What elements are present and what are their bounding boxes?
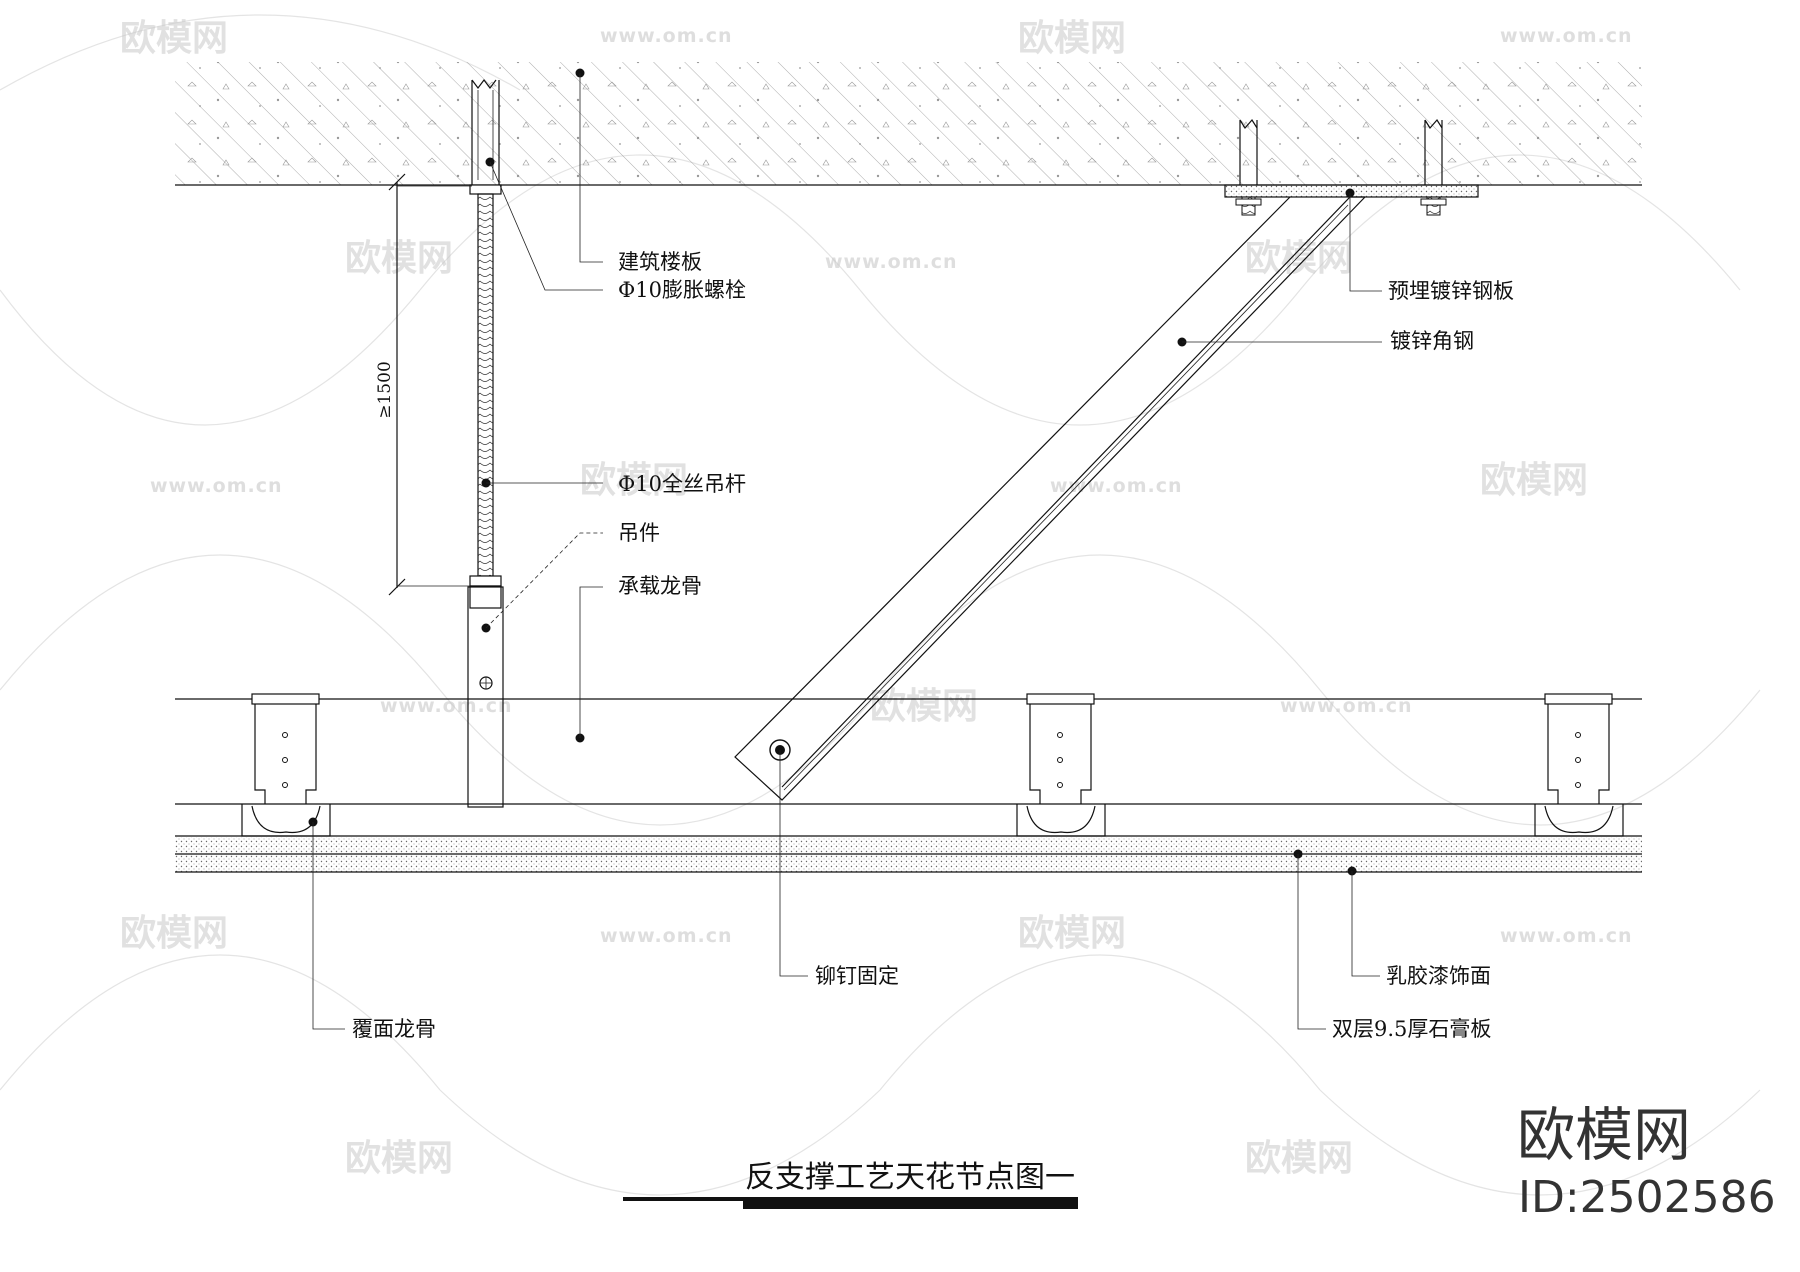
watermark-brand-text: 欧模网 [1018, 913, 1126, 954]
watermark-url-text: www.om.cn [600, 25, 733, 47]
drawing-title-block: 反支撑工艺天花节点图一 [623, 1160, 1078, 1209]
brand-stamp: 欧模网 ID:2502586 [1517, 1101, 1776, 1223]
dimension-text: ≥1500 [375, 361, 395, 419]
label-expansion-bolt: Φ10膨胀螺栓 [618, 278, 746, 302]
label-angle-steel: 镀锌角钢 [1390, 329, 1474, 353]
watermark-url-text: www.om.cn [380, 695, 513, 717]
leaders [308, 68, 1382, 1030]
watermark-brand-text: 欧模网 [345, 238, 453, 279]
watermark-brand-text: 欧模网 [1245, 238, 1353, 279]
gypsum-board-layers [175, 835, 1642, 873]
anchor-bolt-right [1420, 118, 1447, 216]
watermark-brand-text: 欧模网 [870, 686, 978, 727]
watermark-url-text: www.om.cn [150, 475, 283, 497]
watermark-brand-text: 欧模网 [345, 1138, 453, 1179]
runner-clip [1534, 693, 1624, 837]
watermark-url-text: www.om.cn [1500, 925, 1633, 947]
watermark-brand-text: 欧模网 [1018, 18, 1126, 59]
label-cover-runner: 覆面龙骨 [352, 1017, 436, 1041]
watermark-brand-text: 欧模网 [580, 460, 688, 501]
dimension-height: ≥1500 [375, 173, 472, 596]
galvanized-angle-steel [734, 196, 1366, 801]
anchor-bolt-left [1235, 118, 1262, 216]
watermark-url-text: www.om.cn [825, 251, 958, 273]
drawing-title: 反支撑工艺天花节点图一 [745, 1160, 1075, 1195]
label-rivet: 铆钉固定 [815, 964, 899, 988]
label-hanger-rod: Φ10全丝吊杆 [618, 472, 746, 496]
watermark-url-text: www.om.cn [600, 925, 733, 947]
brand-id-text: ID:2502586 [1518, 1172, 1776, 1223]
building-slab [175, 62, 1642, 186]
watermark-brand-text: 欧模网 [1245, 1138, 1353, 1179]
brand-logo-text: 欧模网 [1517, 1101, 1691, 1169]
callout-labels: 建筑楼板 Φ10膨胀螺栓 Φ10全丝吊杆 吊件 承载龙骨 预埋镀锌钢板 镀锌角钢… [352, 250, 1514, 1041]
label-main-runner: 承载龙骨 [618, 574, 702, 598]
runner-clips [241, 693, 1624, 837]
label-gypsum-board: 双层9.5厚石膏板 [1332, 1017, 1491, 1041]
watermark-url-text: www.om.cn [1500, 25, 1633, 47]
watermark-layer: 欧模网 欧模网 www.om.cn www.om.cn 欧模网 欧模网 www.… [0, 14, 1761, 1196]
runner-clip [1016, 693, 1106, 837]
watermark-brand-text: 欧模网 [1480, 460, 1588, 501]
watermark-brand-text: 欧模网 [120, 913, 228, 954]
runner-clip [241, 693, 331, 837]
watermark-url-text: www.om.cn [1280, 695, 1413, 717]
hanger-assembly [467, 79, 504, 808]
label-embedded-plate: 预埋镀锌钢板 [1388, 279, 1514, 303]
main-runner [175, 698, 1642, 805]
label-latex-paint: 乳胶漆饰面 [1386, 964, 1491, 988]
label-slab: 建筑楼板 [618, 250, 702, 274]
label-hanger: 吊件 [618, 521, 660, 545]
watermark-brand-text: 欧模网 [120, 18, 228, 59]
